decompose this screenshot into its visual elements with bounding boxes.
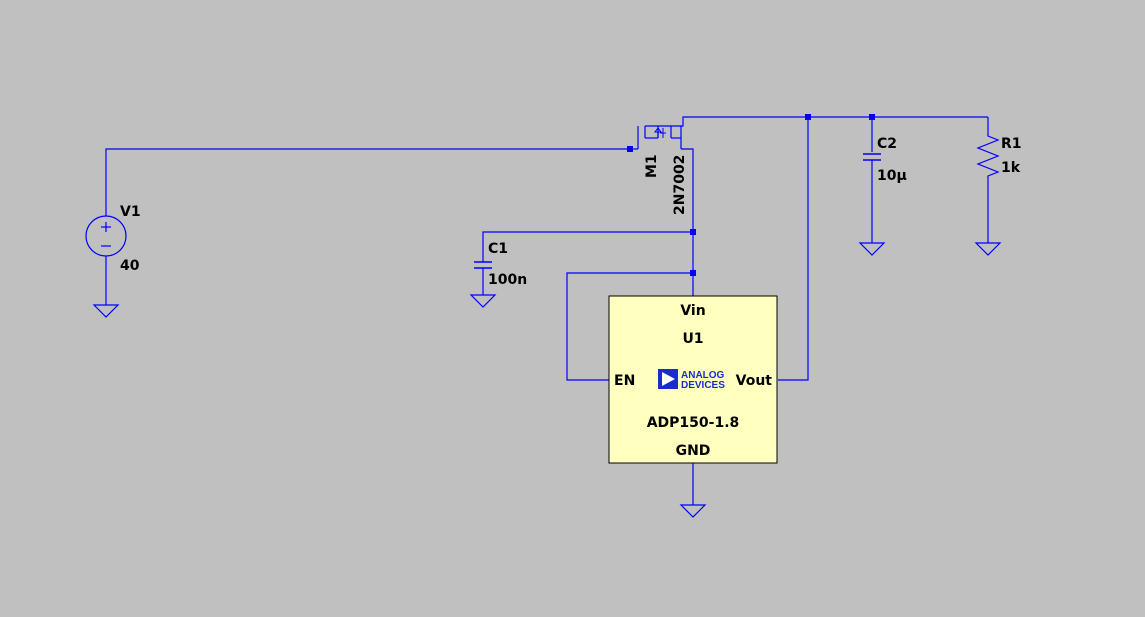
u1-pin-en: EN — [614, 373, 635, 389]
m1-model: 2N7002 — [672, 155, 688, 215]
ground-icon — [679, 504, 707, 518]
m1-name: M1 — [644, 154, 660, 178]
analog-devices-logo: ANALOG DEVICES — [658, 369, 725, 391]
ground-icon — [469, 294, 497, 308]
r1-value: 1k — [1001, 160, 1021, 176]
wire-v1-gate[interactable] — [105, 148, 631, 216]
u1-pin-gnd: GND — [676, 443, 711, 459]
wire-top-rail[interactable] — [681, 116, 988, 127]
wires — [105, 116, 989, 505]
resistor-r1[interactable]: R1 1k — [976, 130, 1022, 178]
ground-icon — [974, 242, 1002, 256]
capacitor-c1[interactable]: C1 100n — [474, 241, 527, 288]
r1-name: R1 — [1001, 136, 1022, 152]
ground-symbols — [92, 242, 1002, 518]
wire-en-loop[interactable] — [566, 272, 693, 381]
junction-dot — [805, 114, 811, 120]
junctions — [627, 114, 875, 276]
svg-text:ANALOG: ANALOG — [681, 370, 725, 381]
u1-name: U1 — [682, 331, 703, 347]
svg-text:DEVICES: DEVICES — [681, 380, 725, 391]
wire-rail-vout[interactable] — [778, 117, 809, 381]
u1-pin-vin: Vin — [680, 303, 705, 319]
c2-value: 10µ — [877, 168, 907, 184]
u1-pin-vout: Vout — [736, 373, 773, 389]
ground-icon — [858, 242, 886, 256]
v1-name: V1 — [120, 204, 141, 220]
ground-icon — [92, 304, 120, 318]
junction-dot — [690, 270, 696, 276]
junction-dot — [690, 229, 696, 235]
junction-dot — [627, 146, 633, 152]
c2-name: C2 — [877, 136, 897, 152]
c1-value: 100n — [488, 272, 527, 288]
voltage-source-v1[interactable]: V1 40 — [85, 204, 141, 274]
wire-c1[interactable] — [482, 231, 693, 262]
mosfet-m1[interactable]: M1 2N7002 — [631, 125, 688, 215]
ic-u1[interactable]: Vin U1 EN Vout ADP150-1.8 GND ANALOG DEV… — [608, 295, 778, 464]
wire-source-vin[interactable] — [681, 148, 694, 296]
c1-name: C1 — [488, 241, 508, 257]
u1-part: ADP150-1.8 — [647, 415, 740, 431]
v1-value: 40 — [120, 258, 140, 274]
capacitor-c2[interactable]: C2 10µ — [863, 136, 907, 184]
junction-dot — [869, 114, 875, 120]
